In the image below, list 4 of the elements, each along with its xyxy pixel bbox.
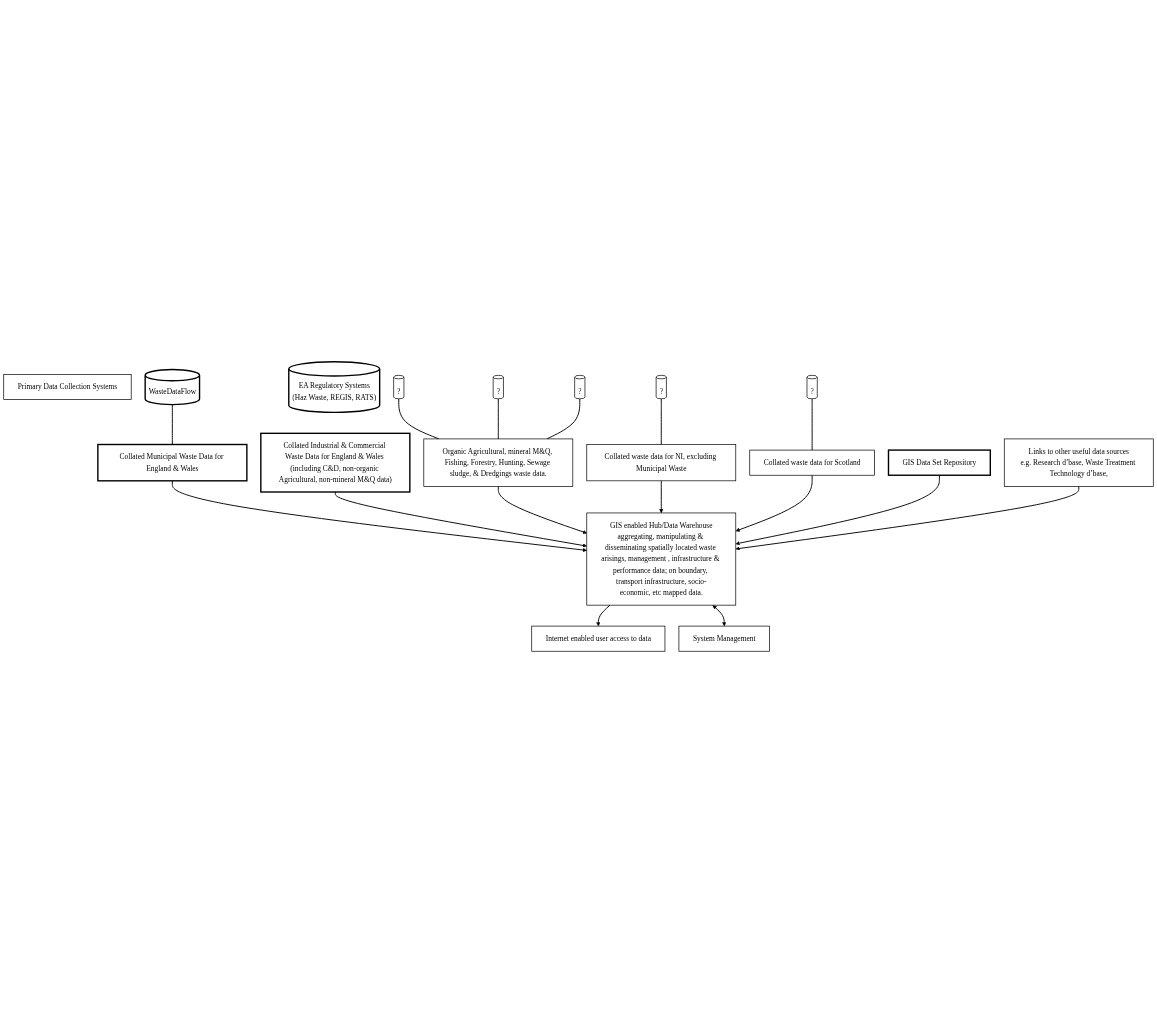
connector (811, 398, 813, 451)
connector (171, 404, 173, 445)
connector (660, 398, 662, 445)
connector (497, 398, 499, 440)
